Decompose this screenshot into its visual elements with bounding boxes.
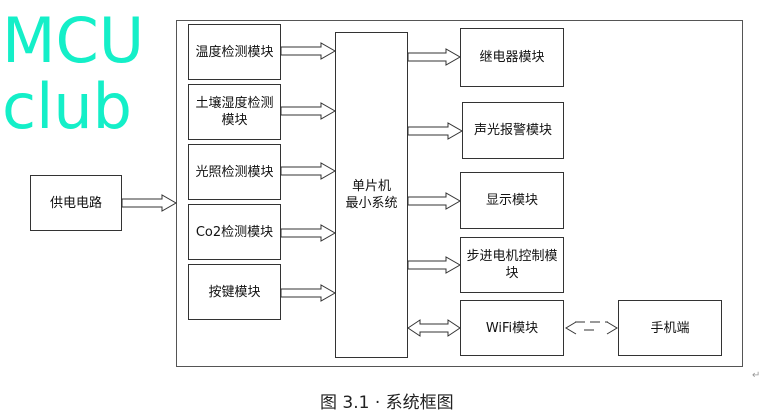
paragraph-mark: ↵ [752, 370, 759, 381]
arrow-soil [280, 102, 337, 120]
arrow-key [280, 284, 337, 302]
arrow-display [407, 192, 462, 210]
arrow-alarm [407, 122, 464, 140]
arrow-temperature [280, 42, 337, 60]
arrow-light [280, 162, 337, 180]
relay-module-box: 继电器模块 [460, 28, 564, 87]
watermark-logo: MCUclub [2, 4, 145, 143]
arrow-wifi-bidirectional [407, 319, 461, 337]
arrow-stepper [407, 256, 462, 274]
wifi-module-box: WiFi模块 [460, 300, 564, 356]
display-module-box: 显示模块 [460, 172, 564, 229]
phone-box: 手机端 [618, 300, 722, 356]
figure-caption: 图 3.1 · 系统框图 [320, 393, 454, 413]
power-supply-box: 供电电路 [30, 175, 122, 231]
key-module-box: 按键模块 [188, 264, 281, 320]
temperature-module-box: 温度检测模块 [188, 24, 281, 80]
alarm-module-box: 声光报警模块 [462, 102, 564, 159]
soil-humidity-module-box: 土壤湿度检测模块 [188, 84, 281, 140]
arrow-co2 [280, 224, 337, 242]
arrow-wifi-phone-dashed [565, 321, 618, 335]
arrow-relay [407, 48, 462, 66]
stepper-module-box: 步进电机控制模块 [460, 237, 564, 293]
mcu-box: 单片机 最小系统 [335, 32, 408, 358]
mcu-label-1: 单片机 [351, 179, 391, 194]
mcu-label-2: 最小系统 [345, 196, 398, 211]
arrow-power-to-system [121, 194, 178, 212]
system-frame [176, 20, 743, 367]
